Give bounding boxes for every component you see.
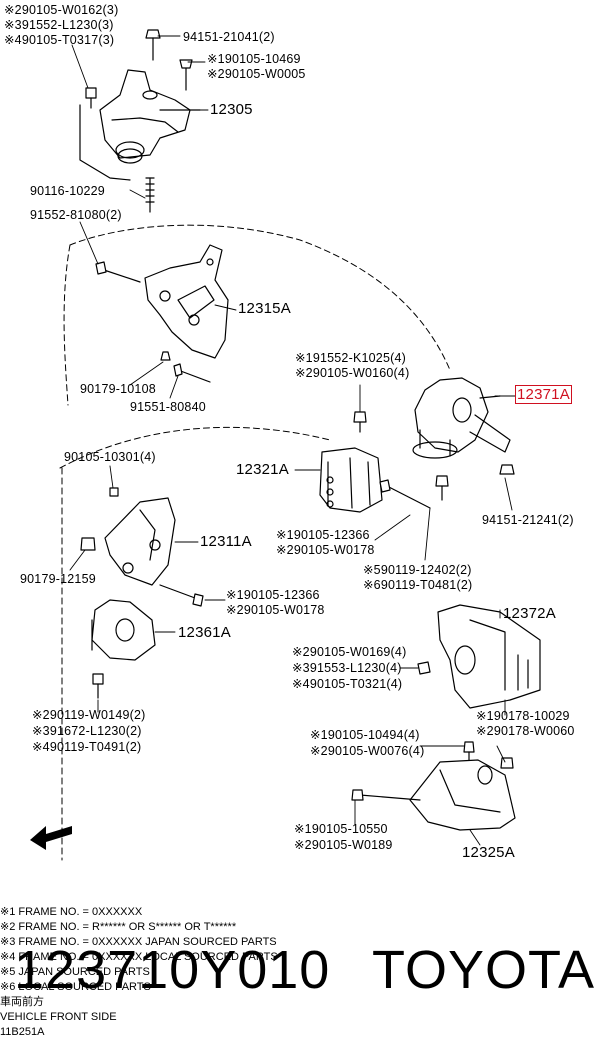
callout-90119-group-1: ※590119-12402(2) (363, 563, 472, 577)
brand-name: TOYOTA (372, 940, 596, 1000)
bracket-12315A (95, 244, 229, 383)
callout-right-group-3: ※490105-T0321(4) (292, 677, 403, 691)
callout-12325A: 12325A (462, 844, 515, 861)
mount-12371A (353, 377, 515, 501)
callout-90105-10550-1: ※190105-10550 (294, 822, 388, 836)
bracket-12311A (80, 487, 204, 607)
callout-top-mid-2: ※290105-W0005 (207, 67, 306, 81)
callout-top-mid-1: ※190105-10469 (207, 52, 301, 66)
callout-94151-21041: 94151-21041(2) (183, 30, 275, 44)
callout-12305: 12305 (210, 101, 253, 118)
front-arrow (30, 826, 72, 850)
leader-lines (69, 35, 516, 846)
callout-mid-right-1: ※191552-K1025(4) (295, 351, 406, 365)
callout-90179-10108: 90179-10108 (80, 382, 156, 396)
bolt-top (85, 29, 193, 109)
bracket-12321A (319, 447, 431, 513)
callout-mid-right-2: ※290105-W0160(4) (295, 366, 410, 380)
mount-12372A (417, 604, 541, 709)
callout-90105-10301: 90105-10301(4) (64, 450, 156, 464)
callout-left-group-1: ※290119-W0149(2) (32, 708, 146, 722)
callout-12371A: 12371A (515, 385, 572, 404)
callout-90105-10494-2: ※290105-W0076(4) (310, 744, 425, 758)
callout-right-group-2: ※391553-L1230(4) (292, 661, 402, 675)
callout-12361A: 12361A (178, 624, 231, 641)
footer-caption: 123710Y010 TOYOTA (0, 935, 600, 1015)
callout-12321A: 12321A (236, 461, 289, 478)
callout-top-left-2: ※391552-L1230(3) (4, 18, 114, 32)
callout-low-center-1: ※190105-12366 (226, 588, 320, 602)
callout-90105-10494-1: ※190105-10494(4) (310, 728, 420, 742)
callout-90105-10550-2: ※290105-W0189 (294, 838, 393, 852)
part-number: 123710Y010 (14, 940, 331, 1000)
callout-90179-12159: 90179-12159 (20, 572, 96, 586)
bracket-12325A (351, 741, 516, 831)
highlighted-part-label: 12371A (515, 385, 572, 404)
callout-top-left-3: ※490105-T0317(3) (4, 33, 115, 47)
callout-right-group-1: ※290105-W0169(4) (292, 645, 407, 659)
callout-mid-center-2: ※290105-W0178 (276, 543, 375, 557)
callout-mid-center-1: ※190105-12366 (276, 528, 370, 542)
note-1: ※1 FRAME NO. = 0XXXXXX (0, 906, 143, 918)
diagram-id: 11B251A (0, 1026, 45, 1038)
callout-12372A: 12372A (503, 605, 556, 622)
callout-12311A: 12311A (200, 533, 252, 550)
callout-91552-81080: 91552-81080(2) (30, 208, 122, 222)
direction-jp: 車両前方 (0, 996, 44, 1008)
callout-94151-21241: 94151-21241(2) (482, 513, 574, 527)
note-4: ※4 FRAME NO. = 0XXXXXX LOCAL SOURCED PAR… (0, 951, 278, 963)
callout-left-group-2: ※391672-L1230(2) (32, 724, 142, 738)
callout-91551-80840: 91551-80840 (130, 400, 206, 414)
callout-90178-group-1: ※190178-10029 (476, 709, 570, 723)
note-3: ※3 FRAME NO. = 0XXXXXX JAPAN SOURCED PAR… (0, 936, 277, 948)
callout-left-group-3: ※490119-T0491(2) (32, 740, 142, 754)
diagram-drawing (30, 29, 541, 861)
callout-90178-group-2: ※290178-W0060 (476, 724, 575, 738)
note-5: ※5 JAPAN SOURCED PARTS (0, 966, 150, 978)
note-2: ※2 FRAME NO. = R****** OR S****** OR T**… (0, 921, 237, 933)
callout-90119-group-2: ※690119-T0481(2) (363, 578, 473, 592)
callout-top-left-1: ※290105-W0162(3) (4, 3, 119, 17)
direction-en: VEHICLE FRONT SIDE (0, 1011, 117, 1023)
mount-12361A (91, 599, 156, 699)
note-6: ※6 LOCAL SOURCED PARTS (0, 981, 151, 993)
exploded-parts-diagram: ※290105-W0162(3) ※391552-L1230(3) ※49010… (0, 3, 575, 1038)
callout-90116-10229: 90116-10229 (30, 184, 105, 198)
engine-outline (59, 224, 451, 861)
callout-low-center-2: ※290105-W0178 (226, 603, 325, 617)
callout-12315A: 12315A (238, 300, 291, 317)
